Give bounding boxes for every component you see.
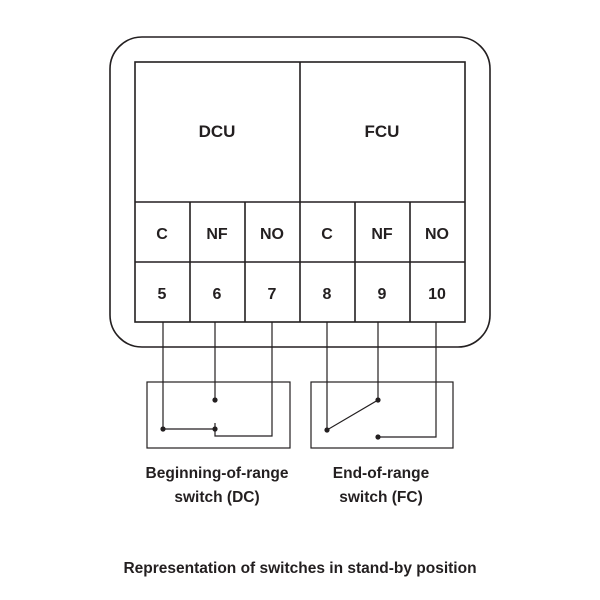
terminal-number: 8: [323, 286, 332, 303]
terminal-number: 5: [158, 286, 167, 303]
terminal-label: NO: [425, 226, 449, 243]
switch-label-dc-line2: switch (DC): [174, 489, 259, 506]
unit-label-fcu: FCU: [365, 122, 400, 141]
terminal-label: C: [156, 226, 168, 243]
switch-label-fc-line2: switch (FC): [339, 489, 423, 506]
diagram-caption: Representation of switches in stand-by p…: [123, 560, 476, 577]
terminal-label: NF: [371, 226, 393, 243]
terminal-number: 10: [428, 286, 446, 303]
device-enclosure: [109, 36, 491, 348]
switch-label-fc-line1: End-of-range: [333, 465, 430, 482]
terminal-number: 6: [213, 286, 222, 303]
unit-label-dcu: DCU: [199, 122, 236, 141]
beginning-of-range-switch: [146, 322, 291, 449]
end-of-range-switch: [310, 322, 454, 449]
terminal-label: C: [321, 226, 333, 243]
switch-label-dc-line1: Beginning-of-range: [146, 465, 289, 482]
column-dividers: [189, 202, 411, 322]
terminal-number: 9: [378, 286, 387, 303]
terminal-label: NF: [206, 226, 228, 243]
terminal-label: NO: [260, 226, 284, 243]
terminal-number: 7: [268, 286, 277, 303]
